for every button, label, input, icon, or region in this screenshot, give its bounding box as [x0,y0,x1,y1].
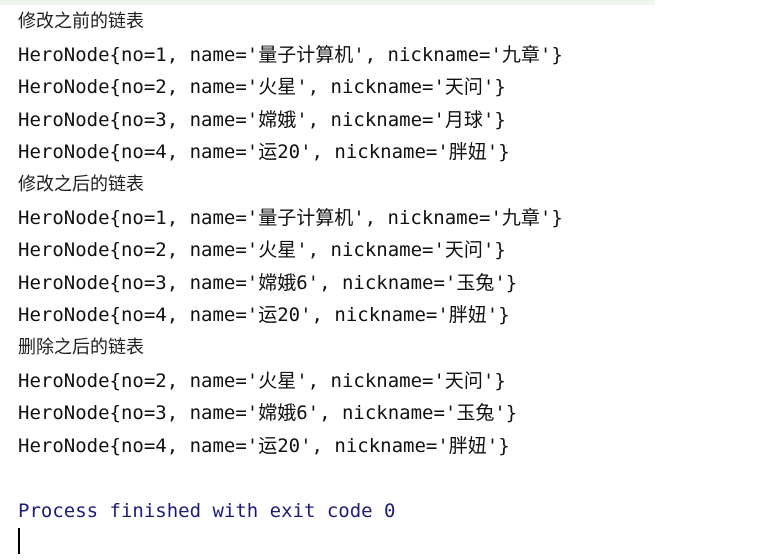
console-line: HeroNode{no=3, name='嫦娥6', nickname='玉兔'… [18,271,518,294]
console-line-heading-after-delete: 删除之后的链表 [18,336,144,358]
console-line: HeroNode{no=3, name='嫦娥', nickname='月球'} [18,108,506,131]
console-line: HeroNode{no=4, name='运20', nickname='胖妞'… [18,141,510,164]
console-line: HeroNode{no=4, name='运20', nickname='胖妞'… [18,434,510,457]
console-blank-line [18,462,758,495]
console-output[interactable]: 修改之前的链表 HeroNode{no=1, name='量子计算机', nic… [18,6,758,528]
console-line: HeroNode{no=2, name='火星', nickname='天问'} [18,369,506,392]
text-caret [18,528,20,554]
console-line: HeroNode{no=1, name='量子计算机', nickname='九… [18,43,563,66]
console-line: HeroNode{no=3, name='嫦娥6', nickname='玉兔'… [18,402,518,425]
console-line: HeroNode{no=2, name='火星', nickname='天问'} [18,239,506,262]
console-line: HeroNode{no=4, name='运20', nickname='胖妞'… [18,304,510,327]
console-line: HeroNode{no=2, name='火星', nickname='天问'} [18,76,506,99]
console-line-heading-before: 修改之前的链表 [18,11,144,32]
console-line: HeroNode{no=1, name='量子计算机', nickname='九… [18,206,563,229]
process-finished-message: Process finished with exit code 0 [18,499,396,522]
console-line-heading-after-update: 修改之后的链表 [18,173,144,195]
top-highlight-strip [0,0,655,5]
